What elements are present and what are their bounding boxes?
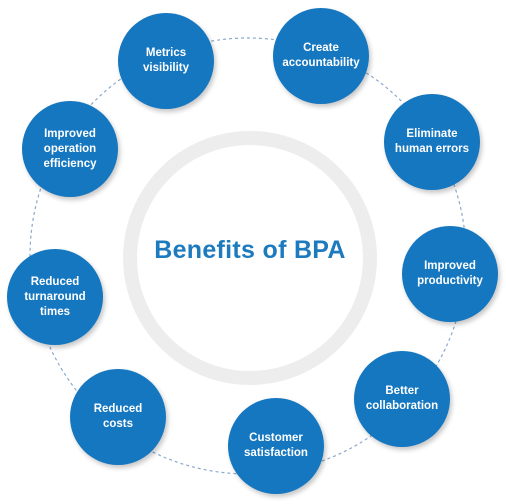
benefit-node-improved-productivity: Improved productivity [402, 226, 498, 322]
benefit-label: Reduced turnaround times [24, 275, 86, 318]
benefit-label: Create accountability [282, 42, 360, 69]
benefit-label: Better collaboration [365, 385, 439, 412]
center-title: Benefits of BPA [154, 236, 346, 264]
benefit-node-better-collaboration: Better collaboration [354, 351, 450, 447]
benefit-node-customer-satisfaction: Customer satisfaction [228, 398, 324, 494]
benefit-node-metrics-visibility: Metrics visibility [118, 13, 214, 109]
benefit-label: Improved operation efficiency [43, 127, 97, 170]
benefit-node-create-accountability: Create accountability [273, 8, 369, 104]
benefit-label: Customer satisfaction [244, 432, 308, 459]
benefit-node-reduced-turnaround-times: Reduced turnaround times [7, 249, 103, 345]
benefit-node-improved-operation-efficiency: Improved operation efficiency [22, 101, 118, 197]
benefit-node-eliminate-human-errors: Eliminate human errors [384, 94, 480, 190]
benefit-label: Reduced costs [93, 403, 143, 430]
benefit-label: Metrics visibility [142, 47, 190, 74]
benefit-label: Eliminate human errors [394, 128, 470, 155]
benefit-label: Improved productivity [417, 260, 483, 287]
benefit-node-reduced-costs: Reduced costs [70, 369, 166, 465]
